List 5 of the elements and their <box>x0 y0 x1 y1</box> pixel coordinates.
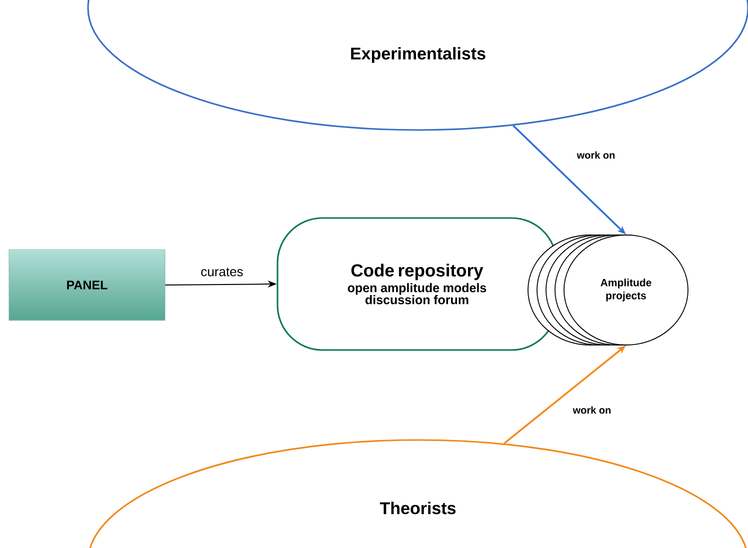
edge-label: work on <box>572 405 612 415</box>
edge-label: work on <box>576 150 616 160</box>
panel-box: PANEL <box>8 249 166 321</box>
edge-label: curates <box>200 266 244 278</box>
stacked-ellipses: Amplitude projects <box>528 234 688 346</box>
